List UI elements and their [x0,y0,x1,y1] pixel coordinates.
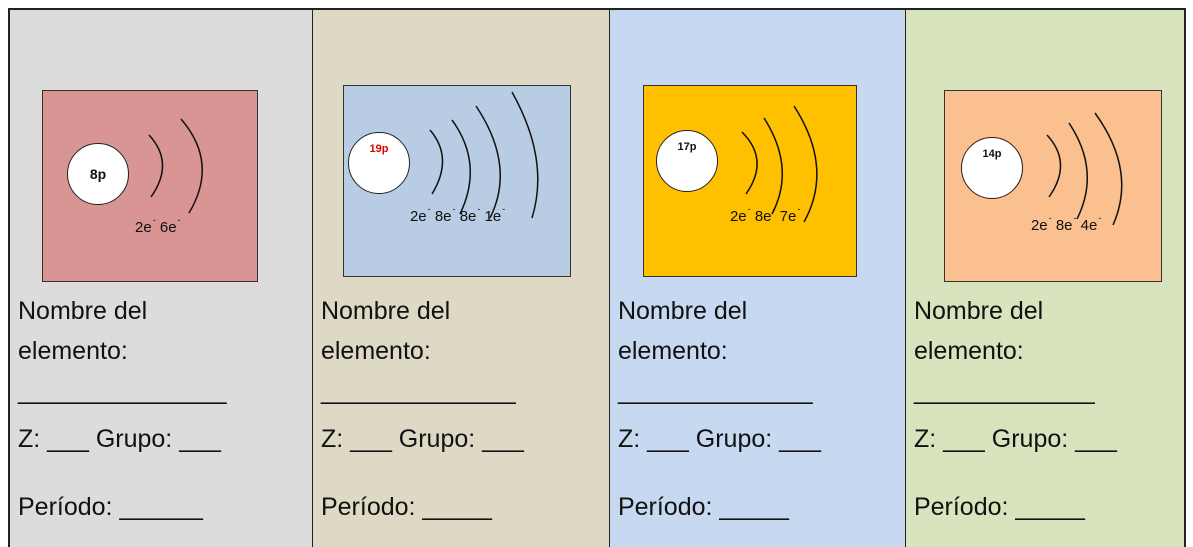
element-cell-3: 17p 2e- 8e- 7e- Nombre del elemento: ___… [609,10,906,547]
periodo-line: Período: ______ [18,493,203,521]
electron-config: 2e- 8e- 4e- [1030,213,1102,234]
element-worksheet-table: 8p 2e- 6e- Nombre del elemento: ________… [8,8,1186,547]
electron-shells [148,118,203,214]
element-name-label: Nombre del [18,297,148,325]
element-name-label-2: elemento: [18,337,128,365]
nucleus: 8p [67,143,129,205]
periodo-line: Período: _____ [320,493,492,521]
periodo-line: Período: _____ [913,493,1085,521]
atom-diagram: 8p 2e- 6e- [42,90,258,282]
atom-diagram: 17p 2e- 8e- 7e- [642,85,857,277]
element-name-label-2: elemento: [320,337,431,365]
z-group-line: Z: ___ Grupo: ___ [18,425,221,453]
element-name-label: Nombre del [320,297,451,325]
element-name-blank: ______________ [617,377,813,405]
element-cell-1: 8p 2e- 6e- Nombre del elemento: ________… [10,10,313,547]
atom-diagram: 19p 2e- 8e- 8e- 1e- [342,85,571,277]
element-name-label: Nombre del [617,297,748,325]
atom-diagram: 14p 2e- 8e- 4e- [943,90,1162,282]
element-cell-2: 19p 2e- 8e- 8e- 1e- Nombre del elemento:… [312,10,610,547]
electron-shells [741,105,818,223]
z-group-line: Z: ___ Grupo: ___ [617,425,821,453]
nucleus: 14p [960,137,1023,199]
electron-shells [1046,112,1123,226]
periodo-line: Período: _____ [617,493,789,521]
element-name-label-2: elemento: [913,337,1024,365]
z-group-line: Z: ___ Grupo: ___ [913,425,1117,453]
element-name-blank: ______________ [320,377,516,405]
element-name-label-2: elemento: [617,337,728,365]
nucleus: 19p [347,132,410,194]
electron-config: 2e- 8e- 7e- [729,204,801,225]
element-name-blank: _______________ [18,377,227,405]
electron-shells [429,91,539,219]
element-name-blank: _____________ [913,377,1095,405]
electron-config: 2e- 8e- 8e- 1e- [409,204,506,225]
element-cell-4: 14p 2e- 8e- 4e- Nombre del elemento: ___… [905,10,1184,547]
electron-config: 2e- 6e- [135,215,181,236]
z-group-line: Z: ___ Grupo: ___ [320,425,524,453]
nucleus: 17p [655,130,718,192]
element-name-label: Nombre del [913,297,1044,325]
